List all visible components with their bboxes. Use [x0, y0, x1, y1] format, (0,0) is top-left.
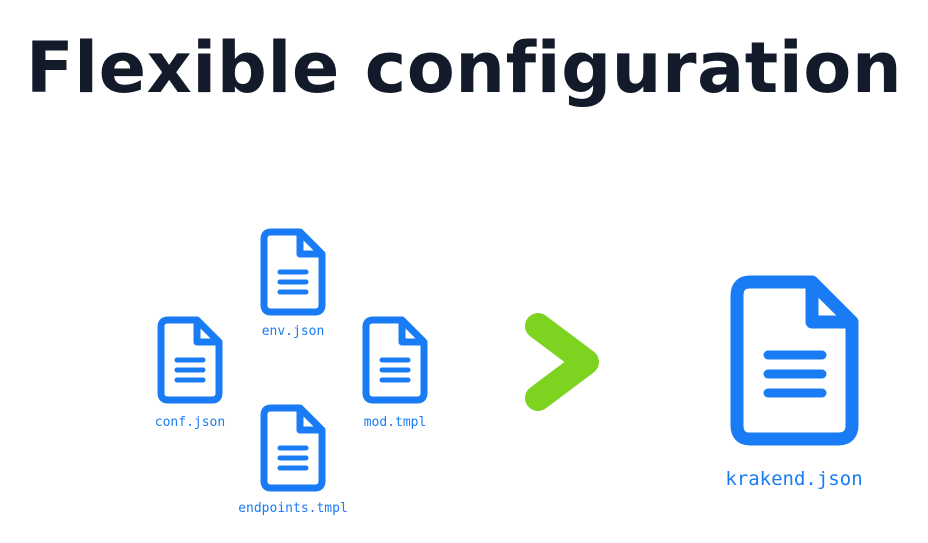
document-icon	[260, 228, 326, 316]
file-label-conf-json: conf.json	[154, 415, 226, 430]
document-icon	[362, 316, 428, 404]
document-icon	[730, 275, 860, 447]
file-label-krakend-json: krakend.json	[725, 468, 863, 490]
file-label-mod-tmpl: mod.tmpl	[363, 415, 427, 430]
document-icon	[157, 316, 223, 404]
page-title: Flexible configuration	[25, 27, 903, 109]
file-label-endpoints-tmpl: endpoints.tmpl	[238, 501, 348, 516]
chevron-right-icon	[518, 310, 608, 419]
file-label-env-json: env.json	[261, 324, 325, 339]
document-icon	[260, 404, 326, 492]
